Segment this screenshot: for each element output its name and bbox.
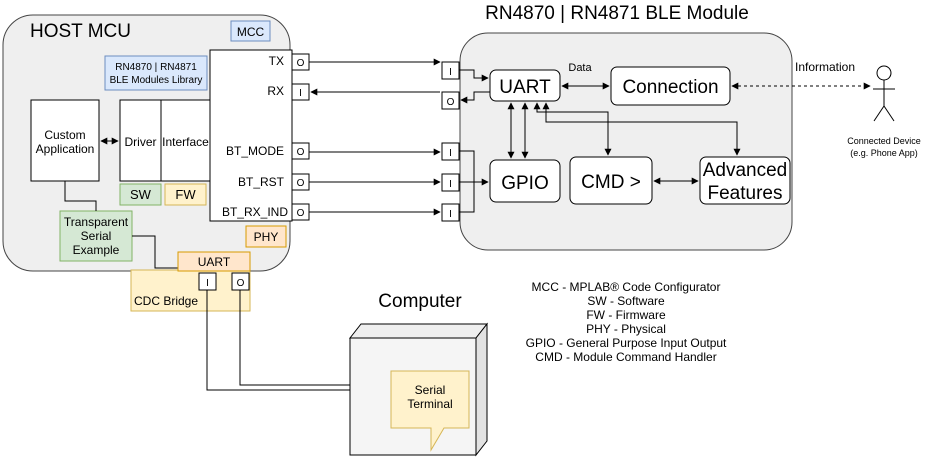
- sw-badge: [119, 183, 162, 206]
- cdc-bridge-label: CDC Bridge: [134, 294, 198, 308]
- ports-to-gpio-line: [459, 150, 489, 186]
- app-to-example-line: [64, 181, 97, 211]
- pin-bt-rst-label: BT_RST: [238, 175, 285, 189]
- module-tx-in-port-label: I: [449, 67, 452, 78]
- pin-tx-label: TX: [269, 54, 284, 68]
- host-rx-port: [291, 83, 310, 101]
- example-line3: Example: [73, 243, 120, 257]
- uart-to-port-line: [460, 91, 490, 104]
- host-bt-rx-ind-port-label: O: [297, 208, 305, 219]
- bridge-in-port-label: I: [206, 278, 209, 289]
- ble-library-box: [104, 55, 208, 91]
- cdc-bridge-box: [130, 269, 251, 312]
- ble-library-line1: RN4870 | RN4871: [115, 62, 197, 73]
- connection-label: Connection: [622, 77, 718, 98]
- transparent-serial-example-box: [59, 210, 133, 262]
- example-to-bridge-line: [132, 235, 178, 269]
- fw-badge-label: FW: [175, 187, 196, 202]
- pin-rx-label: RX: [267, 84, 284, 98]
- host-rx-port-label: I: [299, 88, 302, 99]
- legend-item: FW - Firmware: [586, 308, 666, 322]
- bt-rx-ind-to-gpio-line: [459, 182, 475, 213]
- example-line2: Serial: [81, 229, 112, 243]
- ble-module-title: RN4870 | RN4871 BLE Module: [485, 3, 749, 24]
- pin-bt-mode-label: BT_MODE: [226, 144, 284, 158]
- module-bt-mode-port-label: I: [449, 148, 452, 159]
- ble-module-panel: [459, 32, 793, 251]
- custom-application-line2: Application: [36, 142, 95, 156]
- port-to-uart-line: [459, 69, 489, 82]
- legend-item: MCC - MPLAB® Code Configurator: [532, 280, 721, 294]
- legend-item: SW - Software: [587, 294, 665, 308]
- serial-terminal-callout: [390, 370, 470, 452]
- serial-terminal-line1: Serial: [415, 383, 446, 397]
- custom-application-box: [30, 99, 100, 182]
- legend-item: CMD - Module Command Handler: [535, 350, 716, 364]
- fw-badge: [164, 183, 207, 206]
- computer-title: Computer: [378, 291, 462, 312]
- module-bt-rst-port-label: I: [449, 179, 452, 190]
- example-line1: Transparent: [64, 215, 129, 229]
- bridge-out-port-label: O: [237, 278, 245, 289]
- host-bt-mode-port-label: O: [297, 147, 305, 158]
- connected-device-line1: Connected Device: [847, 136, 921, 146]
- host-mcu-title: HOST MCU: [30, 21, 131, 42]
- data-label: Data: [568, 62, 592, 74]
- interface-box: [160, 99, 211, 182]
- bridge-uart-box: [177, 251, 251, 272]
- module-uart-box: [489, 69, 561, 102]
- cmd-box: [569, 156, 653, 205]
- driver-label: Driver: [125, 135, 157, 149]
- connected-device-icon: [873, 65, 895, 122]
- mcc-badge: [230, 20, 271, 42]
- gpio-box: [489, 159, 561, 203]
- advanced-features-line1: Advanced: [703, 160, 788, 181]
- host-bt-rst-port-label: O: [297, 178, 305, 189]
- module-rx-out-port-label: O: [447, 97, 455, 108]
- uart-advanced-arrow: [542, 102, 741, 156]
- host-bt-mode-port: [291, 142, 310, 160]
- host-tx-port-label: O: [297, 58, 305, 69]
- module-rx-out-port: [441, 91, 460, 110]
- legend: MCC - MPLAB® Code Configurator SW - Soft…: [526, 280, 727, 364]
- pin-bt-rx-ind-label: BT_RX_IND: [222, 205, 288, 219]
- phy-badge: [245, 225, 287, 248]
- bridge-out-to-computer-line: [239, 290, 350, 386]
- legend-item: PHY - Physical: [586, 322, 666, 336]
- cmd-label: CMD >: [581, 172, 641, 193]
- gpio-label: GPIO: [501, 173, 549, 194]
- peripheral-block: [209, 49, 293, 222]
- legend-item: GPIO - General Purpose Input Output: [526, 336, 727, 350]
- module-uart-label: UART: [499, 77, 551, 98]
- information-label: Information: [795, 60, 855, 74]
- custom-application-line1: Custom: [44, 128, 85, 142]
- phy-badge-label: PHY: [254, 230, 279, 244]
- bridge-uart-label: UART: [198, 255, 231, 269]
- module-bt-rx-ind-port-label: I: [449, 209, 452, 220]
- bridge-in-to-computer-line: [206, 290, 350, 391]
- mcc-badge-label: MCC: [237, 25, 265, 39]
- ble-library-line2: BLE Modules Library: [110, 75, 203, 86]
- connected-device-line2: (e.g. Phone App): [850, 148, 918, 158]
- advanced-features-line2: Features: [708, 183, 783, 204]
- serial-terminal-line2: Terminal: [407, 397, 452, 411]
- interface-label: Interface: [162, 135, 209, 149]
- advanced-features-box: [699, 156, 791, 205]
- sw-badge-label: SW: [130, 187, 152, 202]
